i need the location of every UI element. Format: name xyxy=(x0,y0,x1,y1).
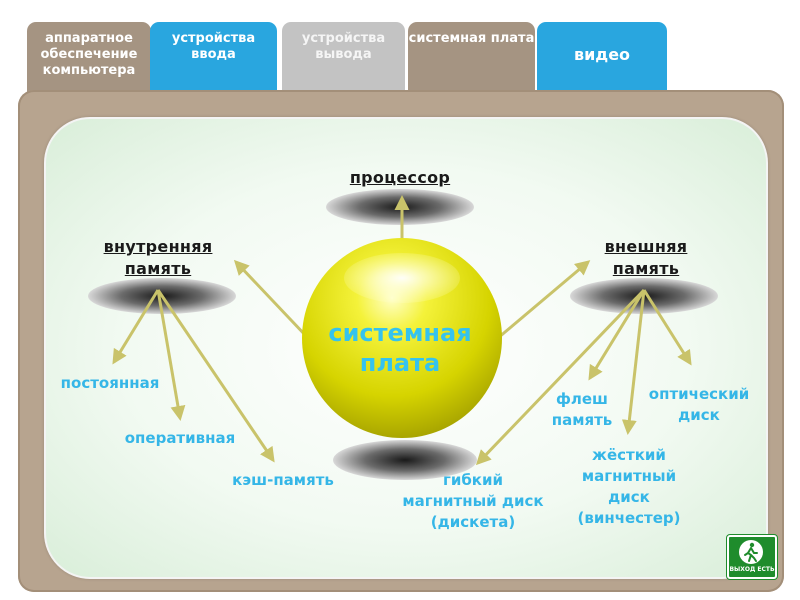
processor-title[interactable]: процессор xyxy=(349,168,451,187)
arrow-to-floppy xyxy=(475,288,646,466)
running-man-icon xyxy=(739,540,763,564)
item-cache[interactable]: кэш-память xyxy=(232,471,334,489)
exit-label: ВЫХОД ЕСТЬ xyxy=(729,566,775,573)
exit-button[interactable]: ВЫХОД ЕСТЬ xyxy=(727,535,777,579)
arrow-to-external-memory xyxy=(497,260,591,340)
item-optical[interactable]: оптический диск xyxy=(648,385,750,424)
tab-input-devices[interactable]: устройства ввода xyxy=(150,22,277,97)
item-flash[interactable]: флеш память xyxy=(551,390,613,429)
tab-output-devices[interactable]: устройства вывода xyxy=(282,22,405,97)
sphere-highlight xyxy=(344,253,460,303)
arrow-to-permanent xyxy=(112,289,160,365)
processor-pedestal xyxy=(326,189,474,225)
tab-motherboard[interactable]: системная плата xyxy=(408,22,535,97)
item-operative[interactable]: оперативная xyxy=(124,429,236,447)
arrow-to-operative xyxy=(156,289,186,421)
motherboard-label[interactable]: системная плата xyxy=(328,319,472,377)
item-floppy[interactable]: гибкий магнитный диск (дискета) xyxy=(402,471,544,531)
arrow-to-internal-memory xyxy=(233,259,310,340)
tab-video[interactable]: видео xyxy=(537,22,667,97)
ball-base-shadow xyxy=(333,440,477,480)
arrow-to-optical xyxy=(642,289,692,366)
arrow-to-flash xyxy=(588,289,646,381)
item-hard-disk[interactable]: жёсткий магнитный диск (винчестер) xyxy=(577,446,681,527)
item-permanent[interactable]: постоянная xyxy=(60,374,160,392)
arrow-to-hard-disk xyxy=(621,289,646,435)
internal-memory-title[interactable]: внутренняя память xyxy=(103,237,213,278)
tab-hardware[interactable]: аппаратное обеспечение компьютера xyxy=(27,22,151,97)
external-memory-title[interactable]: внешняя память xyxy=(604,237,688,278)
arrow-to-cache xyxy=(156,289,275,463)
